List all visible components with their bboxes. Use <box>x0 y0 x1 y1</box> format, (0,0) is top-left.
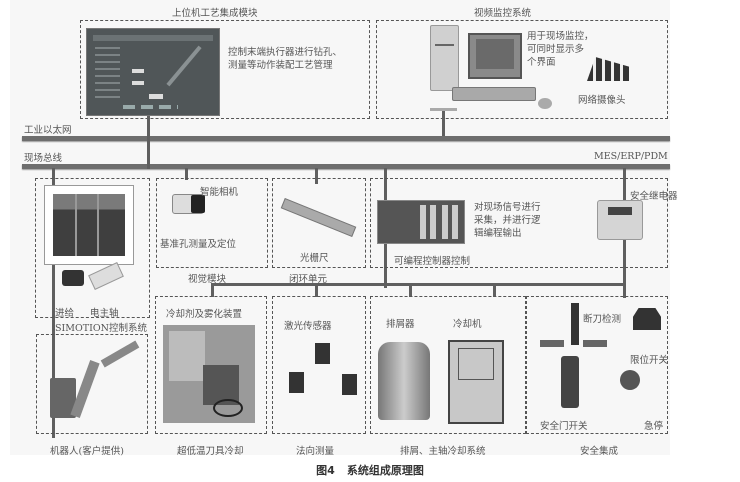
safety-box <box>526 296 668 434</box>
vision-drop <box>185 168 188 180</box>
video-connector <box>442 110 445 138</box>
smart-camera-label: 智能相机 <box>200 187 239 198</box>
vision-desc: 基准孔测量及定位 <box>160 239 237 250</box>
simotion-drive-image <box>44 185 134 265</box>
laser-sensor-icon-1 <box>315 343 330 364</box>
closed-loop-title: 闭环单元 <box>289 274 328 285</box>
coolant-device-image <box>163 325 255 423</box>
hmi-screen-image <box>86 28 220 116</box>
plc-note: 对现场信号进行 采集，并进行逻 辑编程输出 <box>474 202 541 239</box>
coolant-device-label: 冷却剂及雾化装置 <box>166 309 243 320</box>
plc-box <box>370 178 668 268</box>
cooling-title: 超低温刀具冷却 <box>177 446 244 457</box>
feed-label: 进给 <box>55 308 75 319</box>
limit-switch-icon <box>633 308 661 330</box>
lower-distribution-line <box>211 283 626 286</box>
normal-drop <box>315 283 318 297</box>
safety-title: 安全集成 <box>580 446 619 457</box>
limit-switch-label: 限位开关 <box>630 355 669 366</box>
chiller-drop <box>493 283 496 297</box>
normal-title: 法向测量 <box>296 446 335 457</box>
monitor-icon <box>468 33 522 79</box>
plc-image <box>377 200 465 244</box>
robot-title: 机器人(客户提供) <box>50 446 124 457</box>
safety-door-label: 安全门开关 <box>540 421 588 432</box>
network-camera-label: 网络摄像头 <box>578 95 626 106</box>
chip-remover-label: 排屑器 <box>386 319 415 330</box>
mes-erp-pdm-label: MES/ERP/PDM <box>594 151 668 162</box>
closed-loop-box <box>272 178 366 268</box>
emergency-stop-icon <box>620 370 640 390</box>
tool-bit-icon <box>571 303 579 345</box>
chip-remover-icon <box>378 342 430 420</box>
chip-box <box>370 296 526 434</box>
tool-break-label: 断刀检测 <box>583 314 622 325</box>
mouse-icon <box>538 98 552 109</box>
vision-title: 视觉模块 <box>188 274 227 285</box>
host-module-title: 上位机工艺集成模块 <box>172 8 258 19</box>
laser-sensor-icon-2 <box>289 372 304 393</box>
feed-motor-icon <box>62 270 84 286</box>
laser-sensor-label: 激光传感器 <box>284 321 332 332</box>
vision-box <box>156 178 268 268</box>
video-module-title: 视频监控系统 <box>474 8 532 19</box>
simotion-robot-connector <box>52 168 55 438</box>
chip-title: 排屑、主轴冷却系统 <box>400 446 486 457</box>
scale-drop <box>315 168 318 184</box>
laser-sensor-icon-3 <box>342 374 357 395</box>
video-module-box <box>376 20 668 119</box>
chip-drop <box>409 283 412 297</box>
simotion-title: SIMOTION控制系统 <box>55 323 147 334</box>
safety-drop <box>623 283 626 297</box>
spindle-label: 电主轴 <box>90 308 119 319</box>
normal-box <box>272 296 366 434</box>
smart-camera-icon <box>172 194 205 214</box>
chiller-icon <box>448 340 504 424</box>
break-sensor-right <box>583 340 607 347</box>
video-module-note: 用于现场监控， 可同时显示多 个界面 <box>527 31 594 68</box>
host-module-box <box>80 20 370 119</box>
cooling-box <box>155 296 267 434</box>
figure-number: 图4 <box>316 464 335 477</box>
simotion-box <box>35 178 150 318</box>
fieldbus-bus <box>22 164 670 169</box>
fieldbus-label: 现场总线 <box>24 153 63 164</box>
plc-label: 可编程控制器控制 <box>394 256 471 267</box>
pc-tower-icon <box>430 25 459 91</box>
safety-relay-icon <box>597 200 643 240</box>
connector-plate <box>430 108 457 111</box>
break-sensor-left <box>540 340 564 347</box>
emergency-stop-label: 急停 <box>644 421 664 432</box>
safety-relay-label: 安全继电器 <box>630 191 678 202</box>
cooling-drop <box>211 283 214 297</box>
grating-scale-label: 光栅尺 <box>300 253 329 264</box>
industrial-ethernet-bus <box>22 136 670 141</box>
keyboard-icon <box>452 87 536 101</box>
chiller-label: 冷却机 <box>453 319 482 330</box>
host-connector <box>147 116 150 169</box>
safety-door-switch-icon <box>561 356 579 408</box>
figure-caption: 图4 系统组成原理图 <box>0 462 740 478</box>
figure-title: 系统组成原理图 <box>346 464 424 477</box>
ethernet-label: 工业以太网 <box>24 125 72 136</box>
robot-box <box>36 334 148 434</box>
host-module-note: 控制末端执行器进行钻孔、 测量等动作装配工艺管理 <box>228 47 343 71</box>
